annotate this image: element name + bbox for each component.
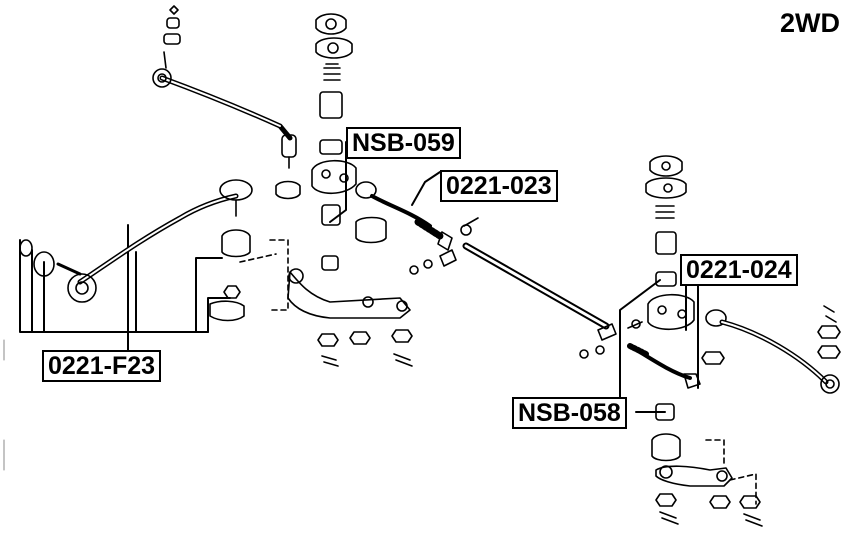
drag-link bbox=[409, 242, 617, 359]
part-label-0221-f23[interactable]: 0221-F23 bbox=[42, 350, 162, 382]
center-idler-arm bbox=[239, 216, 413, 367]
left-control-arm bbox=[19, 179, 253, 322]
part-label-nsb-058[interactable]: NSB-058 bbox=[512, 397, 627, 429]
upper-left-tie-rod bbox=[152, 5, 297, 169]
part-label-0221-023[interactable]: 0221-023 bbox=[440, 170, 558, 202]
drive-variant-label: 2WD bbox=[780, 8, 840, 38]
right-tie-rod bbox=[627, 305, 841, 394]
right-lower-idler-arm bbox=[651, 403, 763, 527]
part-label-0221-024[interactable]: 0221-024 bbox=[680, 254, 798, 286]
center-upper-stack bbox=[275, 13, 357, 226]
right-upper-stack bbox=[627, 155, 695, 331]
part-label-nsb-059[interactable]: NSB-059 bbox=[346, 127, 461, 159]
tie-rod-end-0221-023 bbox=[355, 181, 479, 251]
leader-lines bbox=[19, 141, 699, 413]
